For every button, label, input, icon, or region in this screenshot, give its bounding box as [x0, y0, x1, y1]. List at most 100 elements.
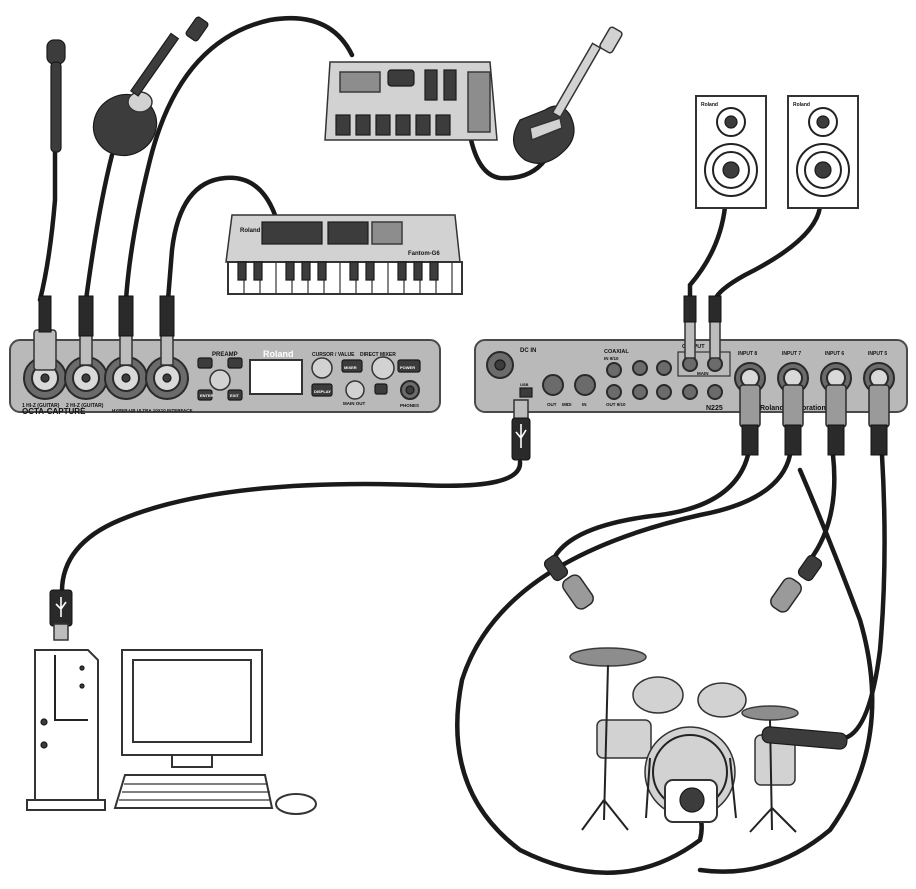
multi-effects-processor — [324, 61, 498, 141]
xlr-plug-input-6-boot — [827, 424, 845, 456]
speaker-right-brand: Roland — [793, 102, 810, 108]
cables — [37, 15, 887, 875]
xlr-plug-input-5 — [868, 384, 890, 428]
output-jack-6[interactable] — [707, 384, 723, 400]
speaker-right: Roland — [787, 95, 859, 209]
output-jack-1[interactable] — [632, 360, 648, 376]
guitar-icon — [92, 16, 209, 157]
preamp-value-knob[interactable] — [209, 369, 231, 391]
dc-in-label: DC IN — [520, 348, 536, 354]
midi-out-port[interactable] — [542, 374, 564, 396]
front-jack-caption-2: 2 HI-Z (GUITAR) — [66, 403, 104, 409]
front-plugs — [33, 295, 175, 371]
coaxial-sub-label: IN 9/10 — [604, 356, 619, 361]
cable-electric-guitar — [467, 132, 548, 181]
midi-out-label: OUT — [547, 402, 557, 407]
front-tagline: HYPER-UB ULTRA 10X10 INTERFACE — [112, 408, 193, 413]
coaxial-in-jack[interactable] — [606, 362, 622, 378]
interface-front-panel: 2 4 1 HI-Z (GUITAR) 2 HI-Z (GUITAR) PREA… — [9, 339, 441, 416]
xlr-plug-input-8 — [739, 384, 761, 428]
cursor-value-knob[interactable] — [311, 357, 333, 379]
xlr-plug-input-7 — [782, 384, 804, 428]
output-jack-5[interactable] — [682, 384, 698, 400]
main-out-knob[interactable] — [345, 380, 365, 400]
cable-snare-mic — [842, 452, 887, 741]
usb-icon — [515, 424, 527, 448]
cable-overhead-mic-right — [807, 452, 837, 563]
monitor-stand — [171, 754, 213, 768]
cable-kick-mic-return — [697, 467, 875, 874]
direct-mixer-label: DIRECT MIXER — [360, 352, 396, 358]
xlr-plug-input-7-boot — [784, 424, 802, 456]
main-out-right-plug — [709, 319, 721, 359]
xlr-plug-input-8-boot — [741, 424, 759, 456]
microphone-icon — [46, 39, 66, 153]
display-button[interactable] — [311, 383, 333, 397]
main-out-label: MAIN OUT — [343, 401, 365, 406]
xlr-plug-input-1-boot — [38, 295, 52, 333]
midi-in-label: IN — [582, 402, 587, 407]
usb-plug-computer — [53, 623, 69, 641]
tower-base — [26, 799, 106, 811]
lcd-display — [249, 359, 303, 395]
combo-jack-4[interactable] — [145, 356, 189, 400]
computer-tower — [34, 649, 99, 811]
speaker-left-brand: Roland — [701, 102, 718, 108]
overhead-microphone-left — [543, 554, 594, 610]
mixer-button-label: MIXER — [344, 365, 357, 370]
midi-label: MIDI — [562, 402, 572, 407]
xlr-plug-input-6 — [825, 384, 847, 428]
exit-button[interactable] — [227, 389, 243, 401]
main-out-left-plug — [684, 319, 696, 359]
usb-port[interactable] — [519, 387, 533, 398]
display-button-label: DISPLAY — [314, 389, 331, 394]
front-brand: Roland — [263, 349, 294, 359]
preamp-right-button[interactable] — [227, 357, 243, 369]
output-jack-2[interactable] — [656, 360, 672, 376]
cable-speaker-right — [712, 204, 823, 303]
cable-mic — [37, 147, 58, 303]
keyboard-synthesizer: Roland Fantom-G6 — [225, 214, 463, 295]
cable-effects-processor — [123, 15, 355, 303]
octa-capture-logo: OCTA-CAPTURE — [22, 407, 86, 416]
input-6-label: INPUT 6 — [825, 351, 844, 357]
power-button[interactable] — [397, 359, 421, 373]
main-output-box — [677, 351, 731, 377]
mixer-button[interactable] — [341, 359, 363, 373]
cable-usb — [59, 459, 523, 598]
coax-out-label: OUT 9/10 — [606, 402, 626, 407]
xlr-plug-input-5-boot — [870, 424, 888, 456]
output-jack-3[interactable] — [632, 384, 648, 400]
input-7-label: INPUT 7 — [782, 351, 801, 357]
tele-plug-input-4-boot — [159, 295, 175, 337]
select-button[interactable] — [374, 383, 388, 395]
cable-keyboard — [165, 175, 278, 303]
main-out-right-plug-boot — [708, 295, 722, 323]
combo-jack-3[interactable] — [104, 356, 148, 400]
main-label: MAIN — [697, 371, 709, 376]
cable-speaker-left — [687, 204, 728, 303]
main-output-left-jack[interactable] — [682, 356, 698, 372]
overhead-microphone-right — [770, 554, 823, 613]
drum-kit-icon — [569, 647, 848, 833]
coaxial-out-jack[interactable] — [606, 384, 622, 400]
tele-plug-input-3-boot — [118, 295, 134, 337]
midi-in-port[interactable] — [574, 374, 596, 396]
enter-button[interactable] — [197, 389, 213, 401]
usb-port-label: USB — [520, 382, 529, 387]
front-jack-caption-1: 1 HI-Z (GUITAR) — [22, 403, 60, 409]
direct-mixer-knob[interactable] — [371, 356, 395, 380]
cable-acoustic-guitar — [83, 152, 115, 303]
computer-icon — [26, 589, 317, 815]
main-output-right-jack[interactable] — [707, 356, 723, 372]
electric-guitar-icon — [513, 26, 623, 164]
cable-overhead-mic-left — [550, 452, 751, 563]
output-jack-4[interactable] — [656, 384, 672, 400]
mouse — [275, 793, 317, 815]
main-out-left-plug-boot — [683, 295, 697, 323]
keyboard-model: Fantom-G6 — [408, 251, 440, 257]
preamp-label: PREAMP — [212, 352, 238, 358]
n225-mark: N225 — [706, 405, 723, 412]
preamp-left-button[interactable] — [197, 357, 213, 369]
